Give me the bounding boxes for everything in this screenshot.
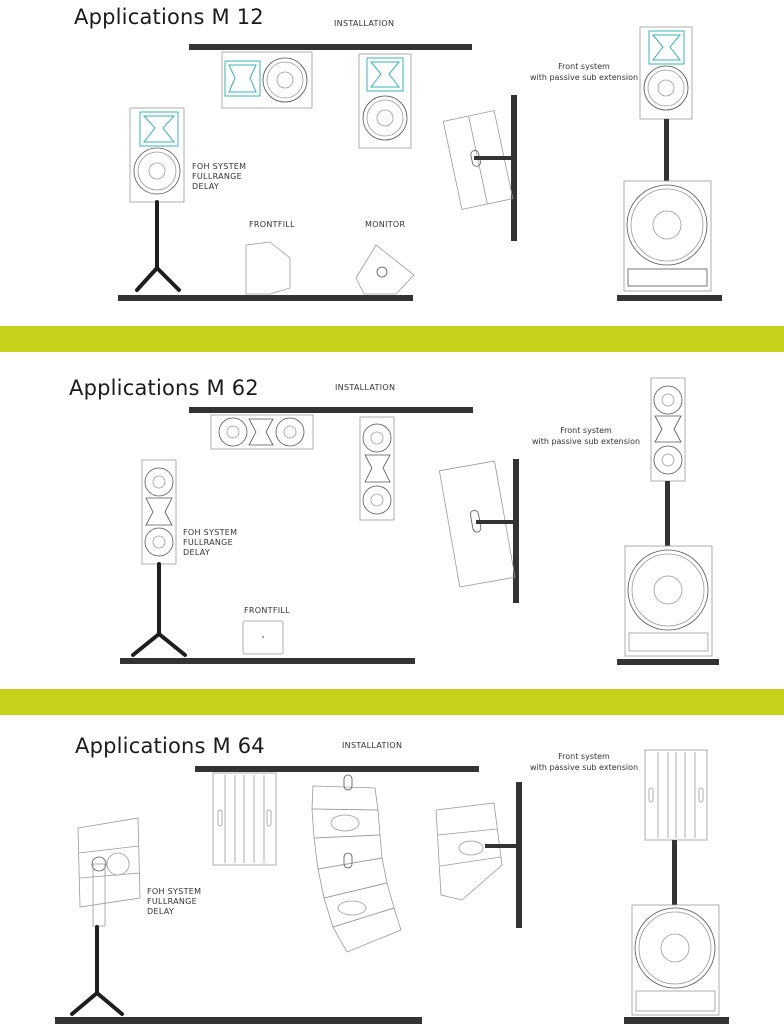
frontfill-label: FRONTFILL bbox=[244, 606, 290, 615]
m62-foh-speaker bbox=[141, 459, 177, 565]
section-divider-2 bbox=[0, 689, 784, 715]
m62-front-speaker bbox=[650, 377, 686, 482]
foh-line-3: DELAY bbox=[192, 182, 220, 191]
m12-foh-speaker bbox=[129, 107, 185, 203]
front-system-label: Front system with passive sub extension bbox=[528, 61, 640, 83]
wall-bracket bbox=[476, 520, 516, 524]
foh-stand bbox=[131, 562, 187, 657]
installation-label: INSTALLATION bbox=[335, 383, 396, 392]
monitor-label: MONITOR bbox=[365, 220, 406, 229]
front-system-line-2: with passive sub extension bbox=[529, 73, 639, 82]
section-divider-1 bbox=[0, 326, 784, 352]
m12-vertical-speaker bbox=[358, 53, 412, 149]
m62-diagram bbox=[120, 377, 719, 665]
section-title: Applications M 12 bbox=[74, 5, 264, 29]
foh-line-1: FOH SYSTEM bbox=[147, 887, 202, 896]
m12-subwoofer bbox=[623, 180, 712, 292]
foh-line-1: FOH SYSTEM bbox=[183, 528, 238, 537]
foh-line-2: FULLRANGE bbox=[147, 897, 198, 906]
foh-label: FOH SYSTEM FULLRANGE DELAY bbox=[147, 887, 201, 917]
section-title: Applications M 62 bbox=[69, 376, 259, 400]
m62-horizontal-speaker bbox=[210, 414, 314, 450]
sub-pole bbox=[664, 119, 669, 181]
m64-subwoofer bbox=[631, 904, 720, 1016]
wall-bracket bbox=[474, 156, 514, 160]
m64-front-speaker bbox=[644, 749, 708, 841]
front-system-label: Front system with passive sub extension bbox=[528, 751, 640, 773]
wall-bar bbox=[516, 782, 522, 928]
sub-pole bbox=[672, 840, 677, 905]
foh-stand bbox=[135, 200, 181, 292]
ceiling-bar bbox=[189, 44, 472, 50]
floor-bar bbox=[55, 1017, 422, 1024]
section-title: Applications M 64 bbox=[75, 734, 265, 758]
m62-subwoofer bbox=[624, 545, 713, 657]
foh-line-2: FULLRANGE bbox=[192, 172, 243, 181]
foh-line-2: FULLRANGE bbox=[183, 538, 234, 547]
front-system-line-1: Front system bbox=[558, 752, 610, 761]
sub-floor-bar bbox=[617, 295, 722, 301]
m64-flown-box bbox=[212, 772, 277, 866]
floor-bar bbox=[118, 295, 413, 301]
front-system-line-2: with passive sub extension bbox=[529, 763, 639, 772]
m12-front-speaker bbox=[639, 26, 693, 120]
sub-floor-bar bbox=[617, 659, 719, 665]
section-m64: Applications M 64 INSTALLATION FOH SYSTE… bbox=[0, 715, 784, 1024]
installation-label: INSTALLATION bbox=[334, 19, 395, 28]
floor-bar bbox=[120, 658, 415, 664]
front-system-line-1: Front system bbox=[558, 62, 610, 71]
installation-label: INSTALLATION bbox=[342, 741, 403, 750]
m12-frontfill-speaker bbox=[245, 241, 291, 295]
m64-foh-speaker bbox=[77, 817, 141, 927]
sub-floor-bar bbox=[624, 1017, 729, 1024]
ceiling-bar bbox=[189, 407, 473, 413]
front-system-line-2: with passive sub extension bbox=[531, 437, 641, 446]
m64-wall-speaker bbox=[435, 802, 503, 901]
section-m62: Applications M 62 INSTALLATION FOH SYSTE… bbox=[0, 352, 784, 689]
foh-label: FOH SYSTEM FULLRANGE DELAY bbox=[183, 528, 237, 558]
m64-diagram bbox=[55, 749, 729, 1024]
foh-stand bbox=[70, 925, 124, 1016]
m62-frontfill-speaker bbox=[242, 620, 284, 655]
frontfill-label: FRONTFILL bbox=[249, 220, 295, 229]
m62-vertical-speaker bbox=[359, 416, 395, 521]
wall-bar bbox=[511, 95, 517, 241]
m64-line-array bbox=[311, 774, 402, 953]
front-system-line-1: Front system bbox=[560, 426, 612, 435]
m12-diagram bbox=[118, 26, 722, 301]
wall-bar bbox=[513, 459, 519, 603]
foh-line-3: DELAY bbox=[147, 907, 175, 916]
wall-bracket bbox=[485, 844, 519, 848]
foh-line-1: FOH SYSTEM bbox=[192, 162, 247, 171]
foh-line-3: DELAY bbox=[183, 548, 211, 557]
front-system-label: Front system with passive sub extension bbox=[530, 425, 642, 447]
ceiling-bar bbox=[195, 766, 479, 772]
m12-horizontal-speaker bbox=[221, 51, 313, 109]
sub-pole bbox=[665, 481, 670, 546]
m12-monitor-speaker bbox=[355, 244, 415, 295]
section-m12: Applications M 12 INSTALLATION FOH SYSTE… bbox=[0, 0, 784, 326]
foh-label: FOH SYSTEM FULLRANGE DELAY bbox=[192, 162, 246, 192]
